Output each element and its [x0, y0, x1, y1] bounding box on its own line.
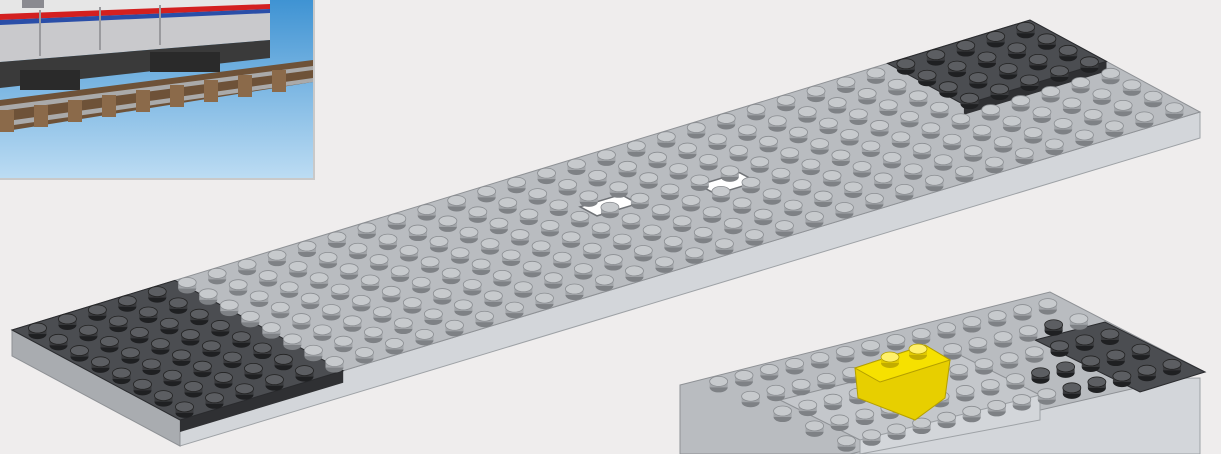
illustration-stage: [0, 0, 1221, 454]
lego-illustration: [0, 0, 1221, 454]
